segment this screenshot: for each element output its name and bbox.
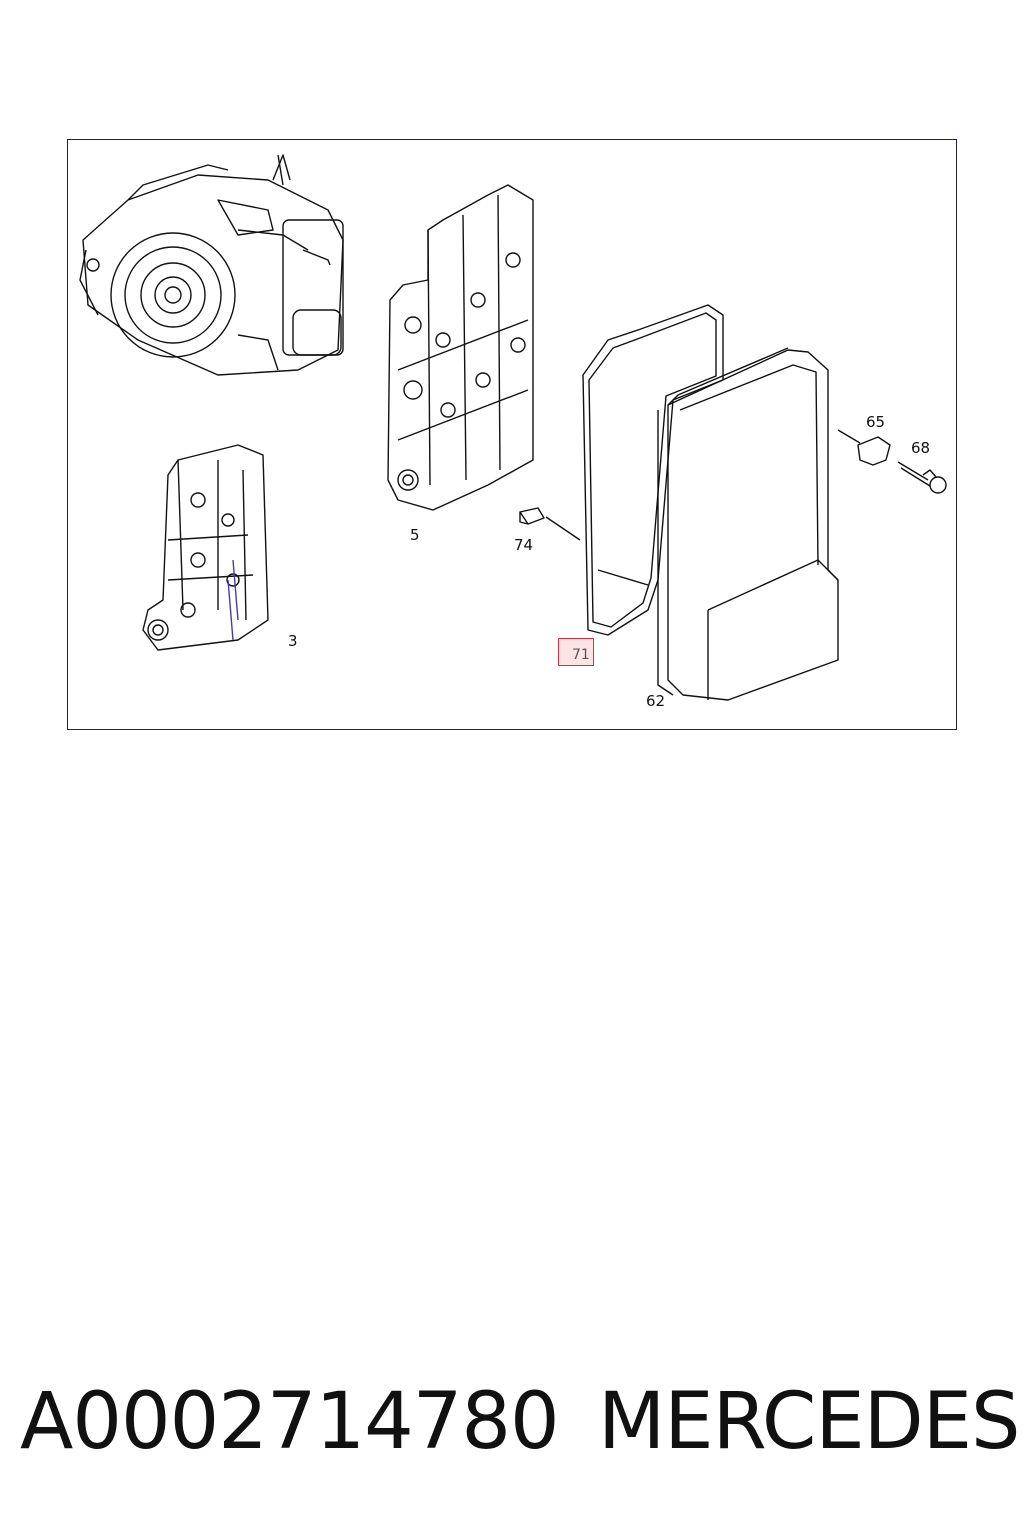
callout-62: 62 (646, 692, 666, 710)
valve-body-3 (142, 444, 269, 651)
parts-diagram-frame: 3 5 62 65 68 71 74 (67, 139, 957, 730)
callout-74: 74 (514, 536, 534, 554)
callout-68: 68 (911, 439, 931, 457)
bolt-68 (897, 461, 947, 494)
part-caption: A0002714780 MERCEDES (20, 1372, 1020, 1472)
callout-3: 3 (288, 632, 298, 650)
transmission-assembly (79, 154, 344, 376)
clip-74 (519, 507, 581, 541)
callout-5: 5 (410, 526, 420, 544)
exploded-parts-drawing (79, 154, 947, 701)
callout-65: 65 (866, 413, 886, 431)
valve-body-5 (387, 184, 534, 511)
gasket-71 (582, 304, 724, 636)
callout-71-highlighted: 71 (558, 638, 594, 666)
oil-pan-62 (657, 347, 839, 701)
brand-name: MERCEDES (598, 1377, 1020, 1467)
clip-65 (837, 429, 891, 466)
part-number: A0002714780 (20, 1377, 560, 1467)
